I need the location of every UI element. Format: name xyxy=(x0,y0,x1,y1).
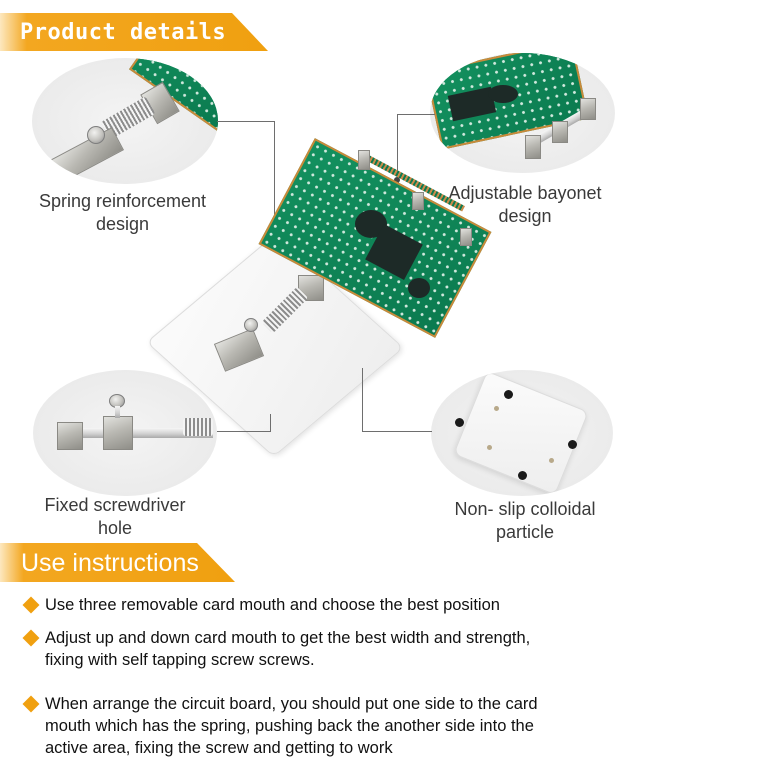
bayonet-block xyxy=(580,98,596,120)
connector-line-nonslip-v xyxy=(362,368,363,432)
connector-line-nonslip-h xyxy=(362,431,432,432)
chip-blob xyxy=(488,85,518,103)
connector-line-bayonet-h xyxy=(397,114,435,115)
screw-block xyxy=(103,416,133,450)
nonslip-closeup-image xyxy=(431,370,613,496)
feature-label-bayonet: Adjustable bayonet design xyxy=(448,183,602,226)
end-block xyxy=(57,422,83,450)
bayonet-clip xyxy=(412,192,424,210)
rubber-foot xyxy=(518,471,527,480)
screw xyxy=(87,126,105,144)
connector-dot xyxy=(394,177,400,183)
product-details-banner: Product details xyxy=(0,13,268,51)
connector-line-fixed-v xyxy=(270,414,271,432)
bayonet-block xyxy=(525,135,541,159)
use-instructions-banner: Use instructions xyxy=(0,543,235,582)
use-instructions-title: Use instructions xyxy=(21,549,199,577)
instruction-item: Adjust up and down card mouth to get the… xyxy=(22,627,762,671)
diamond-bullet-icon xyxy=(22,695,40,713)
main-screw xyxy=(244,318,258,332)
connector-line-bayonet-v xyxy=(397,114,398,180)
connector-line-fixed-h xyxy=(217,431,271,432)
rubber-foot xyxy=(568,440,577,449)
feature-label-spring: Spring reinforcement design xyxy=(38,191,207,234)
bayonet-block xyxy=(552,121,568,143)
feature-label-fixed: Fixed screwdriver hole xyxy=(44,495,186,538)
bayonet-clip xyxy=(358,150,370,170)
feature-label-nonslip: Non- slip colloidal particle xyxy=(454,499,596,542)
diamond-bullet-icon xyxy=(22,596,40,614)
rod xyxy=(73,428,213,438)
bayonet-clip xyxy=(460,228,472,246)
pin-hole xyxy=(494,406,499,411)
product-details-title: Product details xyxy=(20,20,227,45)
screw-shaft xyxy=(115,406,120,418)
instruction-item: Use three removable card mouth and choos… xyxy=(22,594,762,616)
screwdriver-hole-closeup-image xyxy=(33,370,217,496)
connector-line-spring-v xyxy=(274,121,275,271)
pin-hole xyxy=(549,458,554,463)
spring xyxy=(183,418,213,436)
main-product-image xyxy=(146,138,500,458)
connector-line-spring-h xyxy=(217,121,275,122)
diamond-bullet-icon xyxy=(22,629,40,647)
pin-hole xyxy=(487,445,492,450)
instructions-list: Use three removable card mouth and choos… xyxy=(22,594,762,759)
instruction-item: When arrange the circuit board, you shou… xyxy=(22,693,762,759)
rubber-foot xyxy=(504,390,513,399)
spring-closeup-image xyxy=(32,58,218,184)
rubber-foot xyxy=(455,418,464,427)
bayonet-closeup-image xyxy=(430,53,615,173)
small-chip xyxy=(408,278,430,298)
